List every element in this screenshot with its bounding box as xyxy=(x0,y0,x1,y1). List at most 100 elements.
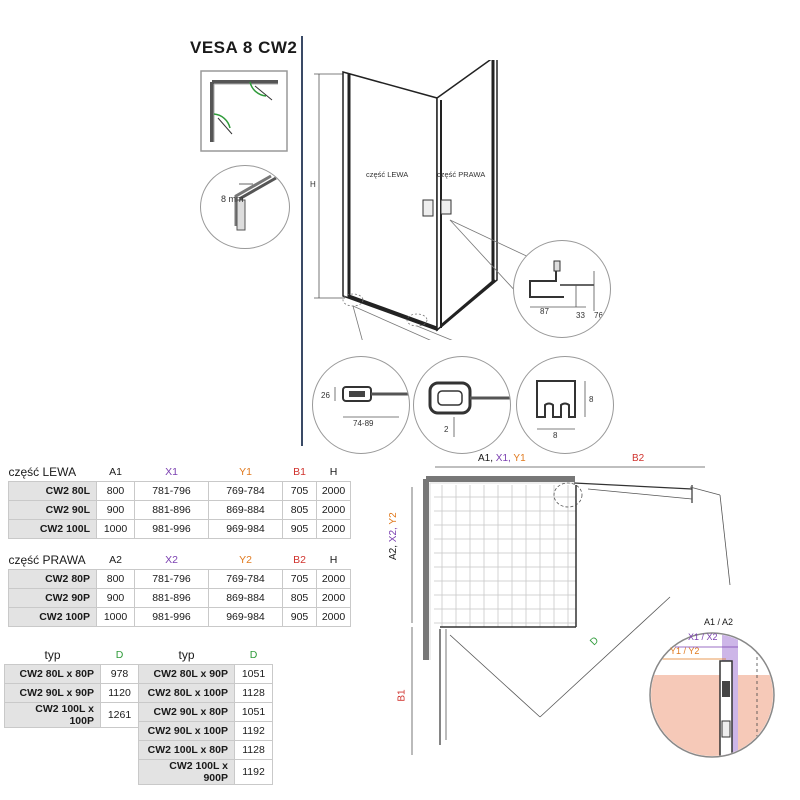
zoom-y-label: Y1 / Y2 xyxy=(670,646,700,656)
plan-label-y2: Y2 xyxy=(388,512,399,525)
table-row: CW2 90L x 90P 1120 xyxy=(4,683,139,703)
enclosure-drawing xyxy=(314,60,536,340)
table-lewa-col-h: H xyxy=(329,466,338,478)
row-label: CW2 80L x 100P xyxy=(138,683,235,703)
handle-dim-76: 76 xyxy=(594,311,603,320)
plan-label-x2: X2, xyxy=(388,524,399,543)
hinge-detail-2: 2 xyxy=(413,356,511,454)
row-label: CW2 80L x 90P xyxy=(138,664,235,684)
table-prawa-col-a2: A2 xyxy=(109,554,122,566)
cell: 781-796 xyxy=(134,481,209,501)
table-lewa-col-y1: Y1 xyxy=(239,466,252,478)
table-prawa-col-b2: B2 xyxy=(293,554,306,566)
table-typ-2: typ D CW2 80L x 90P 1051 CW2 80L x 100P … xyxy=(138,646,273,785)
table-lewa-col-x1: X1 xyxy=(165,466,178,478)
plan-a1-x1-y1-label: A1, X1, Y1 xyxy=(478,453,526,464)
table-lewa-header: część LEWA xyxy=(8,465,77,479)
handle-detail: 87 33 76 xyxy=(513,240,611,338)
hinge-dim-h: 26 xyxy=(321,391,330,400)
row-label: CW2 80P xyxy=(8,569,97,589)
cell: 1128 xyxy=(234,683,273,703)
cell: 2000 xyxy=(316,481,351,501)
row-label: CW2 100L x 80P xyxy=(138,740,235,760)
table-prawa-col-h: H xyxy=(329,554,338,566)
table-prawa-col-x2: X2 xyxy=(165,554,178,566)
cell: 969-984 xyxy=(208,519,283,539)
cell: 881-896 xyxy=(134,588,209,608)
table-lewa: część LEWA A1 X1 Y1 B1 H CW2 80L 800 781… xyxy=(8,463,351,539)
cell: 2000 xyxy=(316,500,351,520)
cell: 1000 xyxy=(96,519,135,539)
plan-b1-label: B1 xyxy=(396,689,408,702)
right-part-label: część PRAWA xyxy=(437,170,486,179)
handle-dim-33: 33 xyxy=(576,311,585,320)
table-typ-1: typ D CW2 80L x 80P 978 CW2 90L x 90P 11… xyxy=(4,646,139,728)
cell: 769-784 xyxy=(208,481,283,501)
hinge-detail-1: 26 74-89 xyxy=(312,356,410,454)
table-row: CW2 100L x 900P 1192 xyxy=(138,759,273,785)
row-label: CW2 90L xyxy=(8,500,97,520)
cell: 2000 xyxy=(316,588,351,608)
table-row: CW2 100L 1000 981-996 969-984 905 2000 xyxy=(8,519,351,539)
table-typ-1-col-typ: typ xyxy=(44,648,61,662)
cell: 1120 xyxy=(100,683,139,703)
product-title: VESA 8 CW2 xyxy=(190,38,298,57)
plan-b2-label: B2 xyxy=(632,453,645,464)
cell: 705 xyxy=(282,481,317,501)
zoom-x-label: X1 / X2 xyxy=(688,632,718,642)
cell: 969-984 xyxy=(208,607,283,627)
cell: 769-784 xyxy=(208,569,283,589)
table-lewa-col-a1: A1 xyxy=(109,466,122,478)
handle-dim-87: 87 xyxy=(540,307,549,316)
table-row: CW2 90L x 100P 1192 xyxy=(138,721,273,741)
cell: 1128 xyxy=(234,740,273,760)
table-prawa-col-y2: Y2 xyxy=(239,554,252,566)
cell: 1051 xyxy=(234,702,273,722)
row-label: CW2 80L xyxy=(8,481,97,501)
cell: 900 xyxy=(96,500,135,520)
cell: 800 xyxy=(96,569,135,589)
glass-thickness-label: 8 mm xyxy=(221,194,244,204)
row-label: CW2 100L x 900P xyxy=(138,759,235,785)
plan-label-y1: Y1 xyxy=(513,453,526,464)
seal-detail: 8 8 xyxy=(516,356,614,454)
cell: 805 xyxy=(282,588,317,608)
row-label: CW2 100L x 100P xyxy=(4,702,101,728)
row-label: CW2 100P xyxy=(8,607,97,627)
cell: 2000 xyxy=(316,607,351,627)
table-row: CW2 80L x 90P 1051 xyxy=(138,664,273,684)
cell: 781-796 xyxy=(134,569,209,589)
cell: 869-884 xyxy=(208,588,283,608)
table-row: CW2 80L 800 781-796 769-784 705 2000 xyxy=(8,481,351,501)
cell: 800 xyxy=(96,481,135,501)
table-row: CW2 80L x 80P 978 xyxy=(4,664,139,684)
divider-line xyxy=(301,36,303,446)
table-row: CW2 90L 900 881-896 869-884 805 2000 xyxy=(8,500,351,520)
table-row: CW2 80P 800 781-796 769-784 705 2000 xyxy=(8,569,351,589)
cell: 1192 xyxy=(234,759,273,785)
table-prawa-header: część PRAWA xyxy=(8,553,86,567)
table-row: CW2 90P 900 881-896 869-884 805 2000 xyxy=(8,588,351,608)
table-row: CW2 90L x 80P 1051 xyxy=(138,702,273,722)
cell: 869-884 xyxy=(208,500,283,520)
plan-label-a1: A1, xyxy=(478,453,496,464)
table-typ-2-col-typ: typ xyxy=(178,648,195,662)
table-lewa-col-b1: B1 xyxy=(293,466,306,478)
cell: 981-996 xyxy=(134,519,209,539)
cell: 1192 xyxy=(234,721,273,741)
table-row: CW2 100P 1000 981-996 969-984 905 2000 xyxy=(8,607,351,627)
cell: 1000 xyxy=(96,607,135,627)
cell: 2000 xyxy=(316,519,351,539)
seal-dim-w: 8 xyxy=(553,431,558,440)
table-row: CW2 100L x 100P 1261 xyxy=(4,702,139,728)
table-row: CW2 80L x 100P 1128 xyxy=(138,683,273,703)
row-label: CW2 80L x 80P xyxy=(4,664,101,684)
cell: 1051 xyxy=(234,664,273,684)
top-view-icon xyxy=(200,70,288,152)
row-label: CW2 90L x 100P xyxy=(138,721,235,741)
cell: 2000 xyxy=(316,569,351,589)
hinge-dim-w: 74-89 xyxy=(353,419,374,428)
cell: 1261 xyxy=(100,702,139,728)
plan-label-a2: A2, xyxy=(388,542,399,560)
zoom-a-label: A1 / A2 xyxy=(704,617,734,627)
